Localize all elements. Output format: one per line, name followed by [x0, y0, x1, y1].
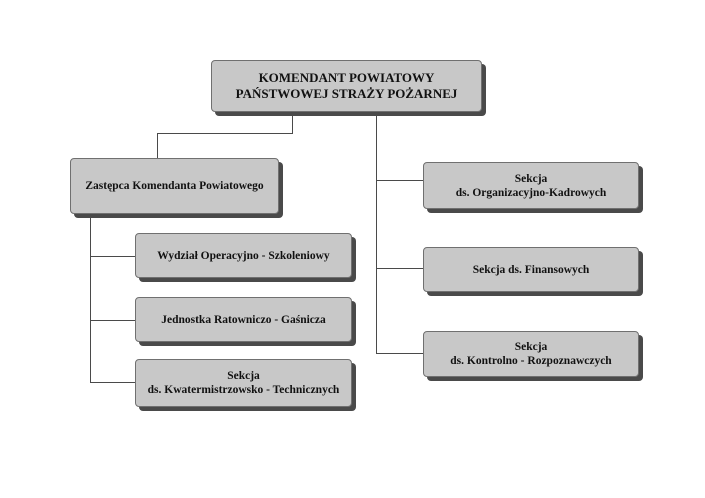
organizational-personnel-section-box: Sekcja ds. Organizacyjno-Kadrowych	[423, 162, 639, 209]
operational-training-department-box: Wydział Operacyjno - Szkoleniowy	[135, 233, 352, 278]
connector-deputy-unit-2	[90, 320, 135, 321]
deputy-commander-box: Zastępca Komendanta Powiatowego	[70, 158, 279, 214]
connector-direct-unit-2	[376, 268, 423, 269]
quartermaster-technical-section-line2: ds. Kwatermistrzowsko - Technicznych	[147, 384, 340, 396]
connector-deputy-trunk	[90, 215, 91, 383]
rescue-firefighting-unit-box: Jednostka Ratowniczo - Gaśnicza	[135, 297, 352, 342]
organizational-personnel-section-line1: Sekcja	[514, 172, 548, 185]
quartermaster-technical-section-line1: Sekcja	[227, 370, 260, 382]
rescue-firefighting-unit-label: Jednostka Ratowniczo - Gaśnicza	[161, 313, 326, 326]
connector-root-to-deputy-horizontal	[157, 133, 293, 134]
commander-box: KOMENDANT POWIATOWY PAŃSTWOWEJ STRAŻY PO…	[211, 60, 482, 112]
connector-root-to-deputy-vertical	[292, 112, 293, 134]
deputy-commander-label: Zastępca Komendanta Powiatowego	[85, 180, 264, 192]
commander-title-line2: PAŃSTWOWEJ STRAŻY POŻARNEJ	[235, 86, 458, 101]
connector-direct-unit-3	[376, 353, 423, 354]
operational-training-department-label: Wydział Operacyjno - Szkoleniowy	[157, 249, 330, 262]
control-reconnaissance-section-line2: ds. Kontrolno - Rozpoznawczych	[450, 355, 612, 367]
finance-section-box: Sekcja ds. Finansowych	[423, 247, 639, 292]
finance-section-label: Sekcja ds. Finansowych	[472, 263, 590, 276]
commander-title-line1: KOMENDANT POWIATOWY	[258, 70, 435, 85]
control-reconnaissance-section-box: Sekcja ds. Kontrolno - Rozpoznawczych	[423, 331, 639, 377]
connector-deputy-unit-1	[90, 256, 135, 257]
organizational-personnel-section-line2: ds. Organizacyjno-Kadrowych	[455, 186, 607, 199]
connector-root-trunk	[376, 112, 377, 354]
connector-deputy-drop	[157, 133, 158, 158]
connector-direct-unit-1	[376, 180, 423, 181]
connector-deputy-unit-3	[90, 382, 135, 383]
quartermaster-technical-section-box: Sekcja ds. Kwatermistrzowsko - Techniczn…	[135, 359, 352, 407]
control-reconnaissance-section-line1: Sekcja	[514, 341, 548, 353]
